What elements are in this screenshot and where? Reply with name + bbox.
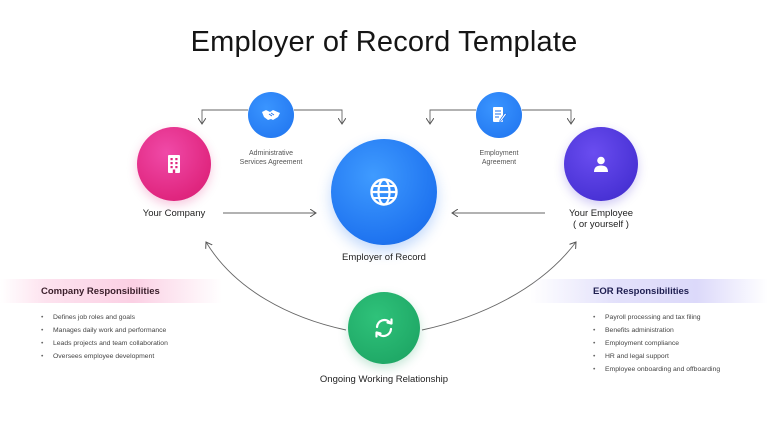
list-item: Manages daily work and performance bbox=[41, 324, 168, 337]
company-node bbox=[137, 127, 211, 201]
admin-agreement-node bbox=[248, 92, 294, 138]
eor-label: Employer of Record bbox=[342, 252, 426, 263]
ongoing-label: Ongoing Working Relationship bbox=[319, 374, 449, 385]
ongoing-node bbox=[348, 292, 420, 364]
globe-icon bbox=[370, 178, 398, 206]
eor-node bbox=[331, 139, 437, 245]
refresh-icon bbox=[375, 318, 393, 338]
ongoing-to-employee-arc bbox=[421, 242, 576, 331]
building-icon bbox=[168, 155, 180, 173]
eor-responsibilities-list: Payroll processing and tax filing Benefi… bbox=[593, 311, 720, 376]
employee-label-line2: ( or yourself ) bbox=[573, 219, 629, 230]
person-icon bbox=[594, 156, 608, 172]
company-responsibilities-list: Defines job roles and goals Manages dail… bbox=[41, 311, 168, 363]
employment-agreement-label-line1: Employment bbox=[479, 150, 519, 157]
admin-agreement-label-line2: Services Agreement bbox=[239, 159, 303, 166]
employment-agreement-node bbox=[476, 92, 522, 138]
ongoing-to-company-arc bbox=[206, 242, 347, 331]
company-responsibilities-heading: Company Responsibilities bbox=[0, 279, 222, 303]
admin-agreement-label-line1: Administrative bbox=[249, 150, 293, 157]
list-item: Leads projects and team collaboration bbox=[41, 337, 168, 350]
employment-bracket-left bbox=[430, 109, 476, 124]
admin-bracket-left bbox=[202, 109, 248, 124]
employment-agreement-label-line2: Agreement bbox=[481, 159, 517, 166]
list-item: Employment compliance bbox=[593, 337, 720, 350]
list-item: Oversees employee development bbox=[41, 350, 168, 363]
eor-responsibilities-heading: EOR Responsibilities bbox=[530, 279, 768, 303]
list-item: Payroll processing and tax filing bbox=[593, 311, 720, 324]
employment-bracket-right bbox=[522, 109, 571, 124]
company-label: Your Company bbox=[142, 208, 206, 219]
employment-agreement-label: Employment Agreement bbox=[444, 149, 554, 167]
admin-agreement-label: Administrative Services Agreement bbox=[216, 149, 326, 167]
employee-label-line1: Your Employee bbox=[568, 208, 634, 219]
admin-bracket-right bbox=[294, 109, 342, 124]
list-item: HR and legal support bbox=[593, 350, 720, 363]
list-item: Benefits administration bbox=[593, 324, 720, 337]
employee-label: Your Employee ( or yourself ) bbox=[541, 208, 661, 230]
list-item: Defines job roles and goals bbox=[41, 311, 168, 324]
document-pen-icon bbox=[493, 107, 507, 122]
handshake-icon bbox=[262, 110, 280, 120]
employee-node bbox=[564, 127, 638, 201]
list-item: Employee onboarding and offboarding bbox=[593, 363, 720, 376]
page-title: Employer of Record Template bbox=[190, 26, 578, 58]
